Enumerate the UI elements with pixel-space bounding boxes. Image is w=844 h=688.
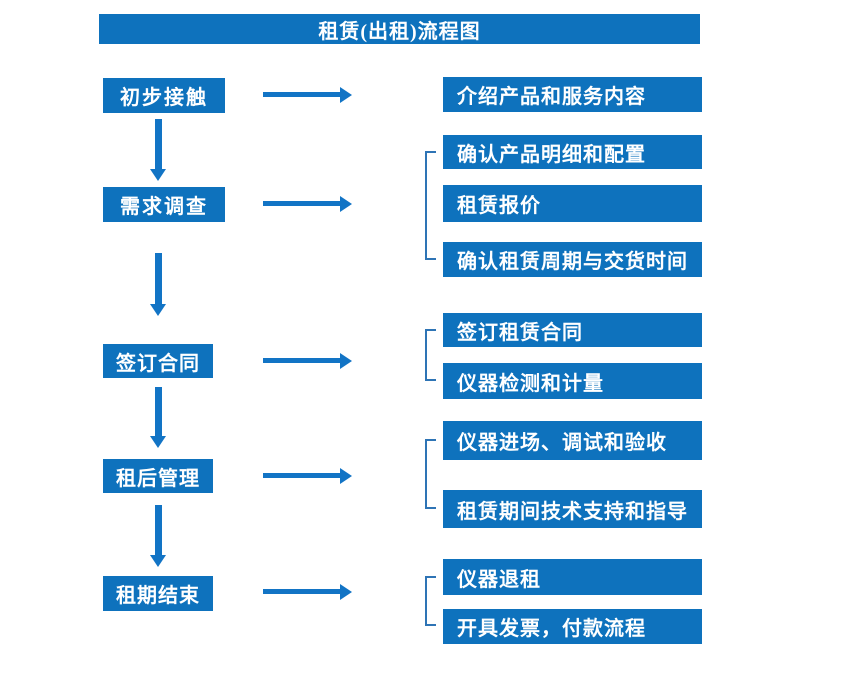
arrow-right-icon [263, 584, 352, 600]
arrow-right-icon [263, 468, 352, 484]
step-sign-contract: 签订合同 [103, 344, 213, 378]
step-initial-contact: 初步接触 [103, 78, 225, 113]
arrow-right-icon [263, 353, 352, 369]
bracket-group-demand-survey [425, 151, 436, 260]
detail-confirm-period-delivery: 确认租赁周期与交货时间 [443, 242, 702, 277]
arrow-right-icon [263, 87, 352, 103]
arrow-down-icon [150, 387, 167, 448]
arrow-right-icon [263, 196, 352, 212]
bracket-group-post-rental [425, 439, 436, 509]
detail-instrument-setup-acceptance: 仪器进场、调试和验收 [443, 421, 702, 460]
bracket-group-sign-contract [425, 329, 436, 381]
detail-sign-rental-contract: 签订租赁合同 [443, 313, 702, 347]
step-demand-survey: 需求调查 [103, 187, 225, 222]
detail-confirm-product-config: 确认产品明细和配置 [443, 135, 702, 169]
arrow-down-icon [150, 119, 167, 181]
detail-instrument-return: 仪器退租 [443, 559, 702, 595]
detail-introduce-products-services: 介绍产品和服务内容 [443, 77, 702, 112]
arrow-down-icon [150, 505, 167, 567]
flowchart-title: 租赁(出租)流程图 [99, 14, 700, 44]
detail-tech-support-guidance: 租赁期间技术支持和指导 [443, 490, 702, 528]
step-rental-end: 租期结束 [103, 576, 213, 611]
step-post-rental-management: 租后管理 [103, 459, 213, 493]
arrow-down-icon [150, 253, 167, 316]
detail-invoice-payment: 开具发票，付款流程 [443, 609, 702, 644]
detail-instrument-inspection: 仪器检测和计量 [443, 363, 702, 399]
bracket-group-rental-end [425, 576, 436, 626]
detail-rental-quotation: 租赁报价 [443, 185, 702, 222]
